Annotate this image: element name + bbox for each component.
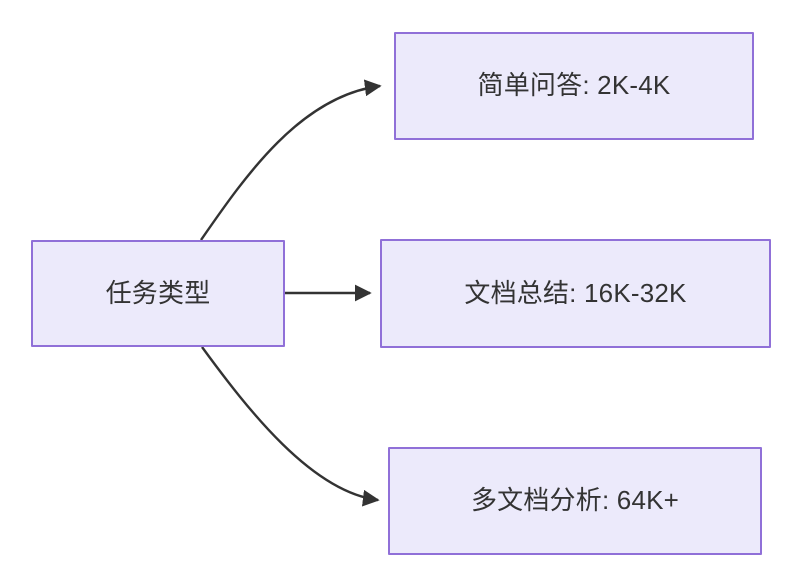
edge-root-to-multi-doc — [201, 346, 380, 507]
node-simple-qa-label: 简单问答: 2K-4K — [477, 70, 671, 101]
node-multi-doc[interactable]: 多文档分析: 64K+ — [388, 447, 762, 555]
node-task-type[interactable]: 任务类型 — [31, 240, 285, 347]
node-multi-doc-label: 多文档分析: 64K+ — [470, 485, 680, 516]
node-doc-summary[interactable]: 文档总结: 16K-32K — [380, 239, 771, 348]
edge-root-to-simple-qa — [200, 79, 382, 241]
node-task-type-label: 任务类型 — [105, 277, 211, 308]
node-simple-qa[interactable]: 简单问答: 2K-4K — [394, 32, 754, 140]
node-doc-summary-label: 文档总结: 16K-32K — [464, 277, 687, 308]
